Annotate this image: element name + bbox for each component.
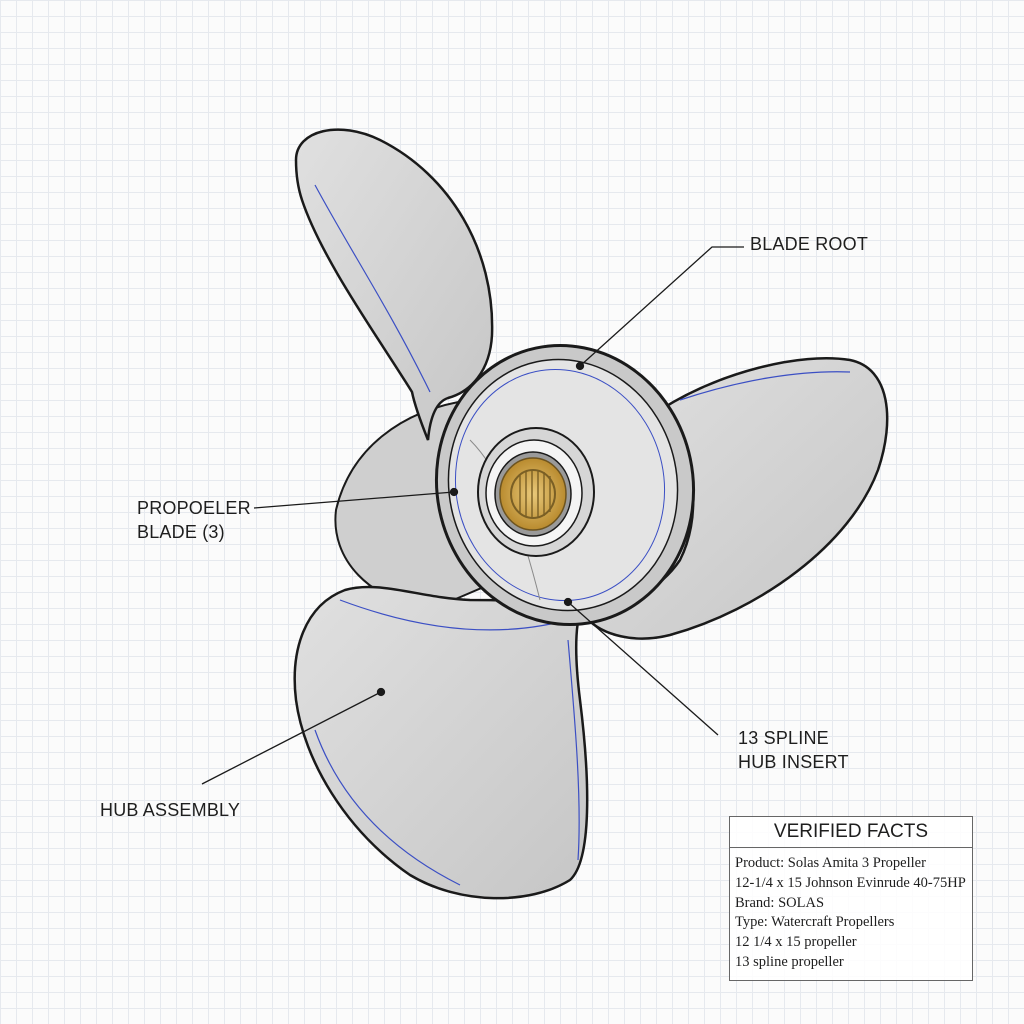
label-spline-insert-line1: 13 SPLINE (738, 728, 829, 748)
fact-line: Product: Solas Amita 3 Propeller (735, 855, 926, 871)
blade-right (582, 357, 889, 640)
leader-lines (201, 246, 744, 785)
label-propeller-blade-line2: BLADE (3) (137, 522, 225, 542)
label-propeller-blade: PROPOELER BLADE (3) (137, 496, 251, 544)
facts-list: Product: Solas Amita 3 Propeller 12-1/4 … (730, 848, 972, 973)
fact-line: Type: Watercraft Propellers (735, 914, 895, 931)
fact-line: 13 spline propeller (735, 953, 844, 970)
verified-facts-box: VERIFIED FACTS Product: Solas Amita 3 Pr… (729, 816, 973, 981)
facts-title: VERIFIED FACTS (730, 817, 972, 848)
label-blade-root: BLADE ROOT (750, 234, 869, 254)
label-spline-insert-line2: HUB INSERT (738, 752, 849, 772)
fact-line: 12-1/4 x 15 Johnson Evinrude 40-75HP (735, 874, 966, 891)
fact-line: 12 1/4 x 15 propeller (735, 934, 857, 951)
blade-lower (293, 585, 589, 900)
spline-insert (477, 427, 595, 557)
label-spline-insert: 13 SPLINE HUB INSERT (738, 726, 849, 774)
label-hub-assembly: HUB ASSEMBLY (100, 800, 241, 820)
fact-line: Brand: SOLAS (735, 894, 825, 911)
label-propeller-blade-line1: PROPOELER (137, 498, 251, 518)
blade-upper (294, 128, 494, 441)
